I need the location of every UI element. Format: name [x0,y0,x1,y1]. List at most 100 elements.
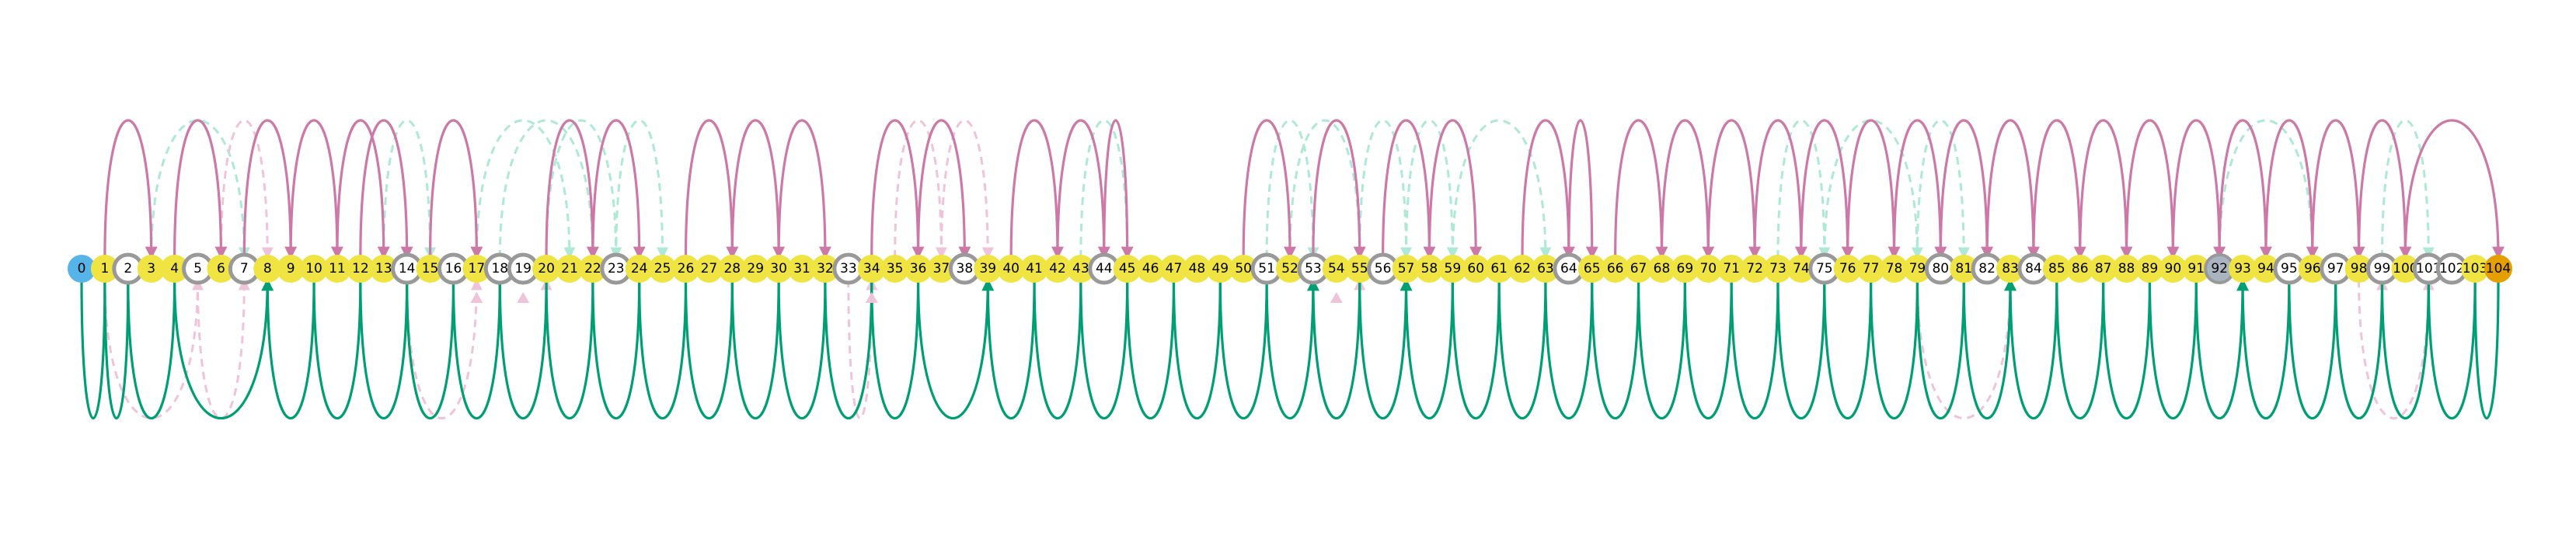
node-label: 92 [2211,261,2228,276]
node-circle [1996,255,2025,283]
node-label: 25 [654,261,671,276]
pink-top-edge [289,119,343,259]
node-circle [1392,255,1420,283]
node-label: 20 [538,261,555,276]
green-bottom-edge [498,279,548,420]
node-label: 34 [863,261,880,276]
pink-top-edge [545,119,599,259]
node-87: 87 [2089,255,2118,283]
node-30: 30 [765,255,793,283]
node-label: 0 [78,261,86,276]
green-bottom-edge [1265,278,1319,420]
node-label: 71 [1723,261,1740,276]
node-label: 66 [1607,261,1624,276]
pink-top-edge [1009,119,1064,259]
green-bottom-edge [1358,278,1413,420]
green-bottom-edge [2241,279,2291,420]
node-95: 95 [2273,252,2306,285]
node-circle [416,255,444,283]
node-13: 13 [369,255,398,283]
node-circle [695,255,723,283]
node-63: 63 [1531,255,1560,283]
node-label: 90 [2165,261,2182,276]
node-label: 26 [678,261,695,276]
node-75: 75 [1808,252,1841,285]
pink-top-edge [2032,119,2086,259]
node-label: 47 [1166,261,1183,276]
node-circle [1113,255,1142,283]
node-label: 94 [2257,261,2274,276]
green-bottom-edge [266,279,315,420]
dashed-green-top-edge [545,119,622,259]
node-label: 10 [305,261,322,276]
pink-top-edge [2079,119,2133,259]
node-circle [1485,255,1514,283]
node-circle [1880,255,1908,283]
dashed-green-top-edge [1288,119,1366,259]
node-label: 67 [1630,261,1647,276]
node-label: 79 [1909,261,1926,276]
dashed-green-top-edge [2311,119,2365,259]
node-circle [1462,255,1490,283]
node-label: 40 [1002,261,1020,276]
green-bottom-edge [824,279,873,420]
pink-top-edge [2311,119,2365,259]
node-31: 31 [788,255,817,283]
node-label: 12 [352,261,369,276]
node-circle [253,255,282,283]
node-81: 81 [1950,255,1978,283]
pink-top-edge [1985,119,2040,259]
node-circle [2229,255,2257,283]
node-circle [625,255,654,283]
node-label: 4 [170,261,179,276]
pink-top-edge [359,119,413,259]
green-bottom-edge [173,278,274,419]
node-label: 21 [561,261,578,276]
node-label: 65 [1584,261,1601,276]
node-label: 36 [910,261,927,276]
green-bottom-edge [2055,279,2105,420]
node-60: 60 [1462,255,1490,283]
node-circle [927,255,956,283]
green-bottom-edge [1823,279,1873,420]
node-25: 25 [648,255,677,283]
green-bottom-edge [986,279,1036,420]
green-bottom-edge [2288,279,2337,420]
green-bottom-edge [1218,279,1268,420]
dashed-green-top-edge [498,119,599,259]
node-27: 27 [695,255,723,283]
dashed-pink-top-edge [1985,119,2040,259]
node-label: 63 [1537,261,1554,276]
green-bottom-edge [2009,279,2058,420]
node-circle [1043,255,1072,283]
node-circle [1833,255,1862,283]
node-101: 101 [2412,252,2445,285]
pink-top-edge [2357,119,2412,259]
pink-top-edge [916,119,971,259]
node-label: 80 [1932,261,1949,276]
node-label: 78 [1886,261,1903,276]
node-34: 34 [857,255,886,283]
pink-top-edge [730,119,786,259]
node-circle [90,255,119,283]
node-label: 1 [100,261,109,276]
node-82: 82 [1971,252,2003,285]
node-86: 86 [2065,255,2094,283]
green-bottom-edge [2102,279,2152,420]
node-circle [1415,255,1444,283]
green-bottom-edge [103,279,130,419]
node-68: 68 [1647,255,1676,283]
node-36: 36 [904,255,932,283]
node-circle [880,255,909,283]
dashed-pink-bottom-edge [406,278,483,419]
node-circle [765,255,793,283]
green-bottom-edge [638,279,688,420]
node-label: 37 [933,261,950,276]
node-3: 3 [137,255,166,283]
node-circle [1159,255,1188,283]
node-83: 83 [1996,255,2025,283]
node-circle [671,255,700,283]
node-51: 51 [1250,252,1283,285]
node-circle [1183,255,1211,283]
